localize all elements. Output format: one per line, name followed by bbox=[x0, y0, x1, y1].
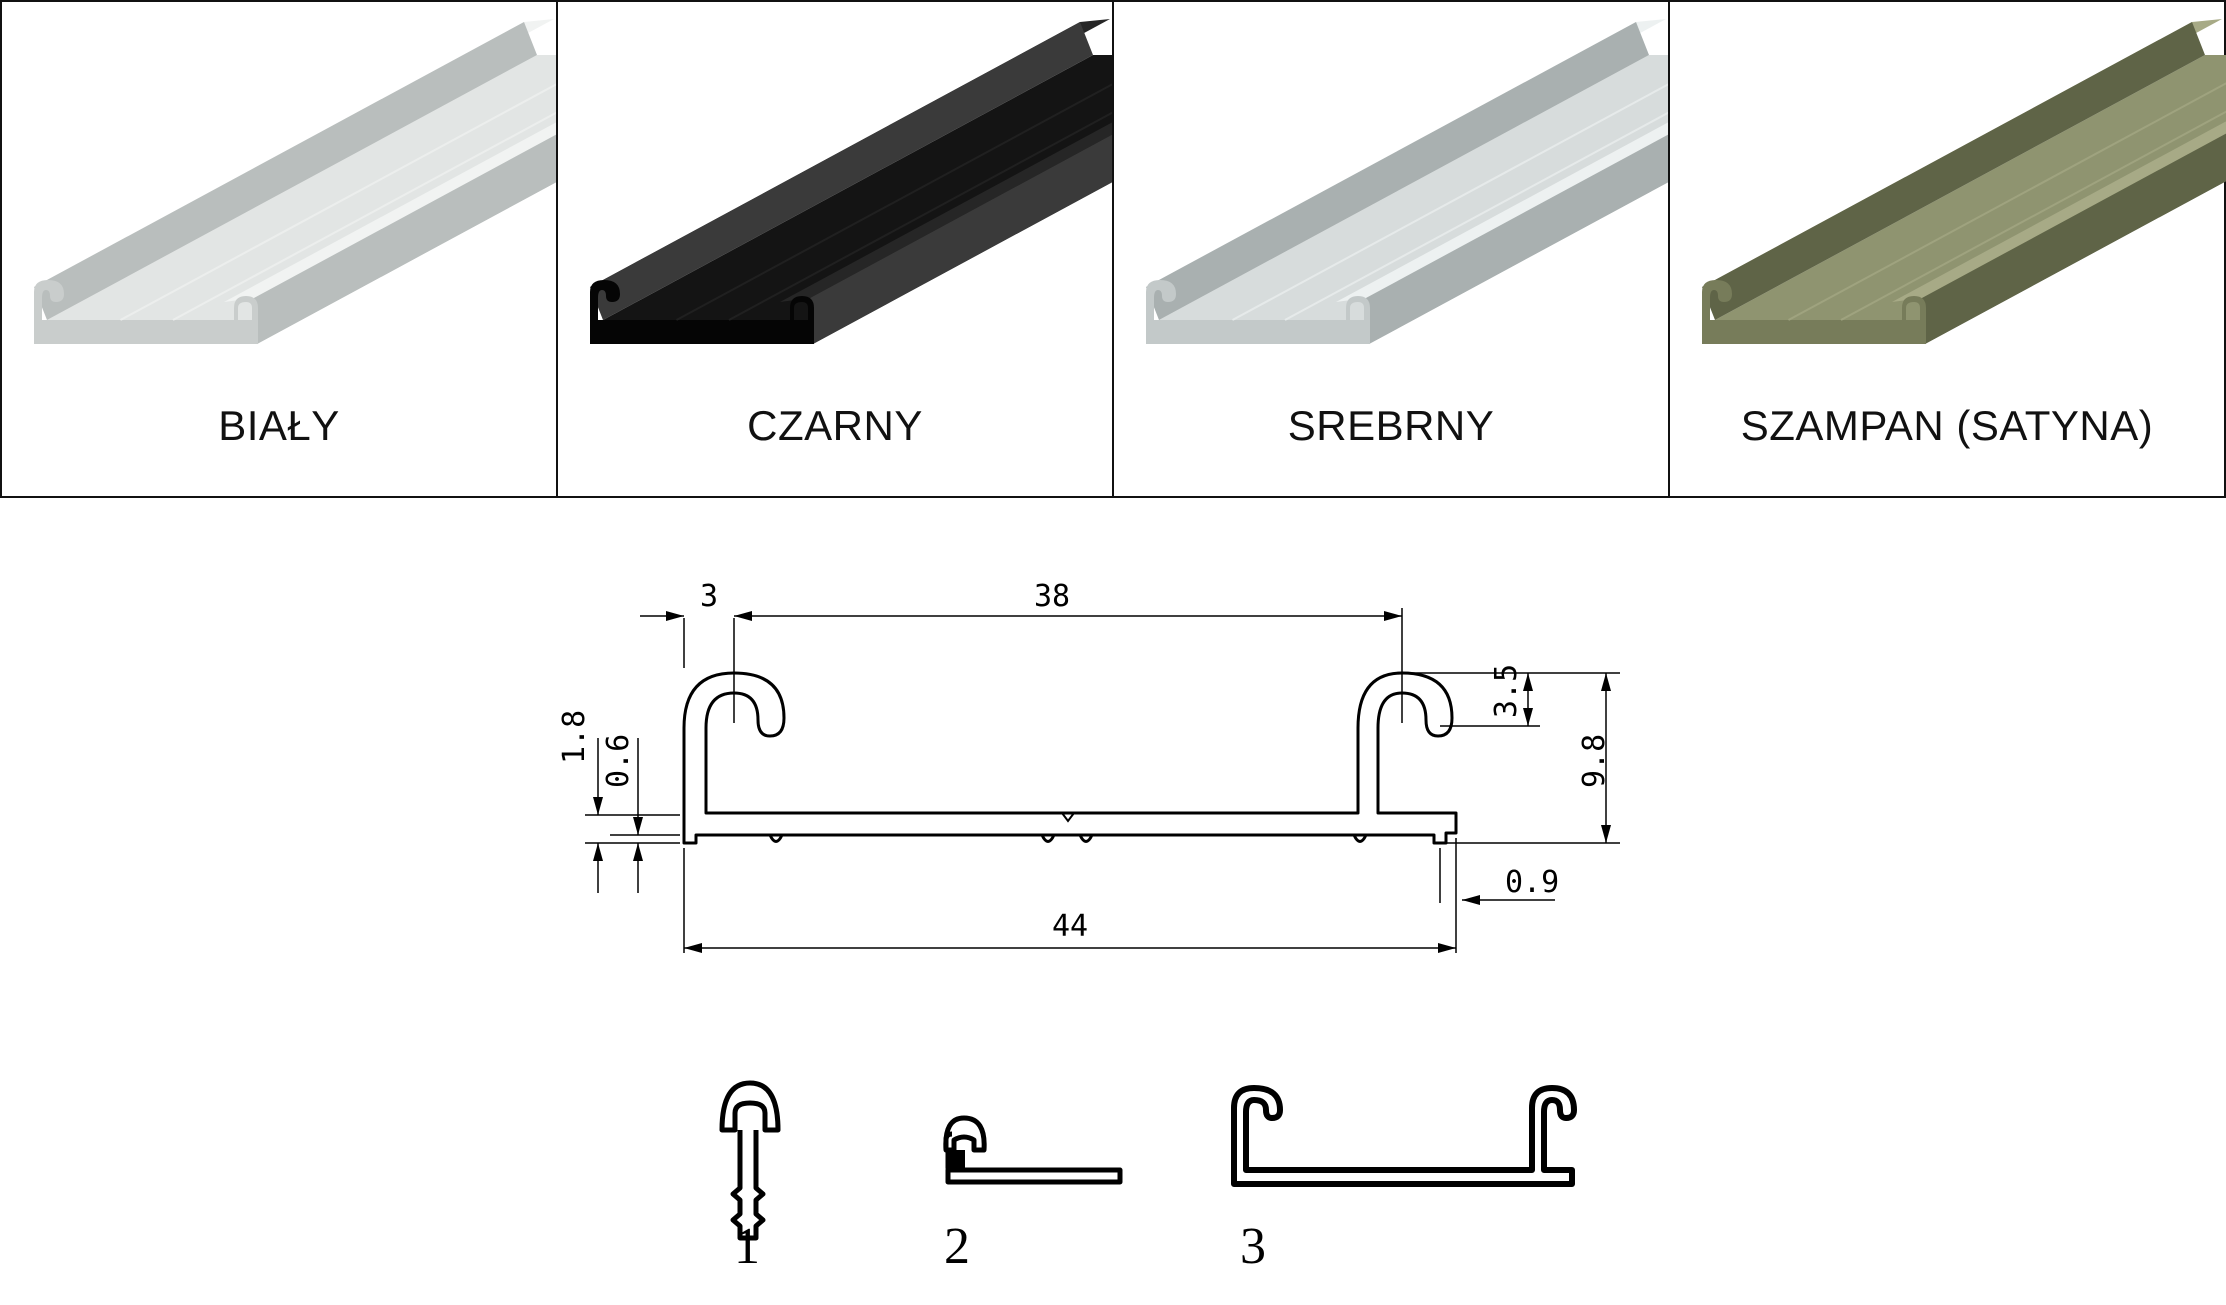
swatch-srebrny: SREBRNY bbox=[1112, 0, 1670, 498]
swatch-czarny: CZARNY bbox=[556, 0, 1114, 498]
dim-total-height: 9.8 bbox=[1577, 734, 1612, 788]
groove bbox=[768, 834, 784, 843]
groove bbox=[1078, 834, 1094, 843]
dim-top-span: 38 bbox=[1034, 579, 1070, 614]
profile-render-czarny bbox=[590, 19, 1114, 344]
usage-variant-3-drawing bbox=[1231, 1085, 1577, 1187]
profile-color-swatch-row: BIAŁY CZARNY SREBRNY SZAMPAN (SATYNA) bbox=[0, 0, 2226, 498]
groove bbox=[1352, 834, 1368, 843]
cross-section-drawing bbox=[585, 608, 1620, 953]
profile-render-szampan bbox=[1702, 19, 2226, 344]
dim-top-left: 3 bbox=[700, 579, 718, 614]
dim-left-inner: 0.6 bbox=[601, 734, 636, 788]
swatch-label-szampan: SZAMPAN (SATYNA) bbox=[1740, 402, 2154, 449]
swatch-label-czarny: CZARNY bbox=[747, 402, 923, 449]
dim-hook-depth: 3.5 bbox=[1489, 664, 1524, 718]
profile-3d-shape bbox=[34, 19, 558, 344]
groove bbox=[1040, 834, 1056, 843]
usage-variant-1-label: 1 bbox=[734, 1218, 760, 1275]
dim-left-outer: 1.8 bbox=[557, 710, 592, 764]
profile-render-bialy bbox=[34, 19, 558, 344]
profile-cross-section bbox=[682, 671, 1458, 845]
profile-3d-shape bbox=[1702, 19, 2226, 344]
technical-drawing: 3 38 3.5 9.8 1.8 0.6 0.9 44 1 2 3 bbox=[557, 579, 1620, 1275]
dim-bottom-offset: 0.9 bbox=[1505, 865, 1559, 900]
usage-variant-3-label: 3 bbox=[1240, 1218, 1266, 1275]
profile-3d-shape bbox=[1146, 19, 1670, 344]
usage-variant-1-drawing bbox=[719, 1080, 781, 1241]
usage-variant-2-label: 2 bbox=[944, 1218, 970, 1275]
swatch-label-bialy: BIAŁY bbox=[218, 402, 340, 449]
usage-variant-2-drawing bbox=[943, 1115, 1123, 1185]
swatch-bialy: BIAŁY bbox=[0, 0, 558, 498]
groove bbox=[1061, 812, 1075, 823]
dim-total-width: 44 bbox=[1052, 909, 1088, 944]
profile-3d-shape bbox=[590, 19, 1114, 344]
profile-render-srebrny bbox=[1146, 19, 1670, 344]
swatch-szampan: SZAMPAN (SATYNA) bbox=[1668, 0, 2226, 498]
swatch-label-srebrny: SREBRNY bbox=[1287, 402, 1495, 449]
